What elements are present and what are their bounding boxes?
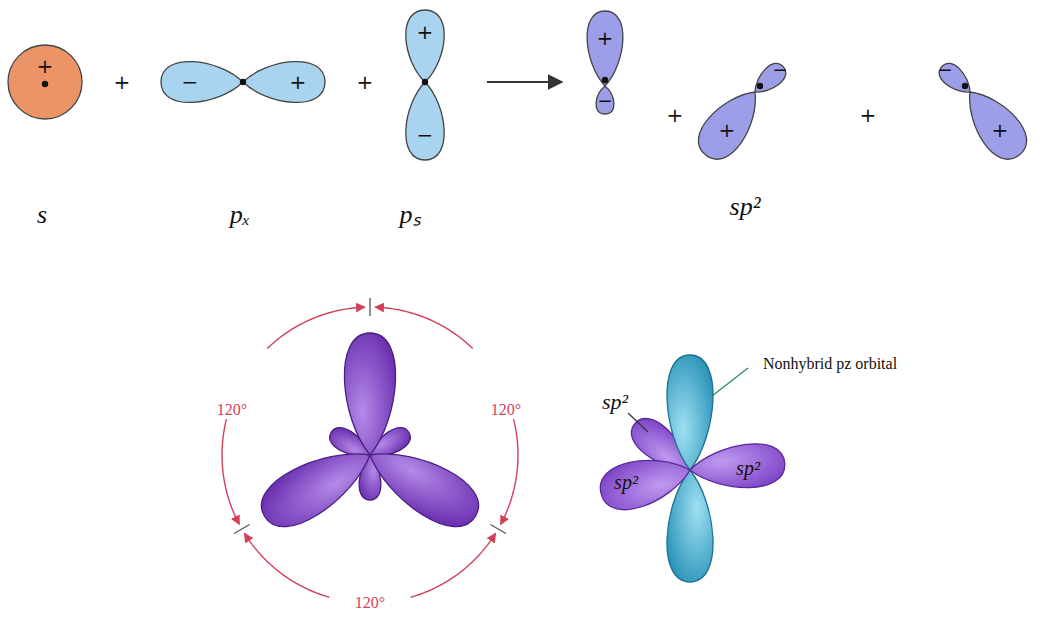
angle-arc (267, 307, 365, 348)
angle-arc (501, 419, 518, 524)
orbital-lobe (252, 433, 383, 538)
charge-sign: + (417, 22, 434, 42)
angle-tick (369, 298, 370, 316)
nucleus-dot (240, 79, 246, 85)
charge-sign: + (290, 72, 307, 92)
orbital-lobe (161, 62, 243, 103)
reaction-arrow (487, 81, 562, 83)
charge-sign: + (992, 120, 1009, 140)
angle-arc (244, 533, 329, 597)
plus-operator: + (114, 72, 131, 92)
charge-sign: − (772, 61, 787, 79)
charge-sign: + (597, 28, 614, 48)
nucleus-dot (757, 83, 763, 89)
orbital-lobe (595, 448, 696, 516)
angle-tick (490, 525, 506, 534)
charge-sign: − (597, 92, 612, 110)
s-orbital (8, 45, 82, 119)
angle-tick (234, 525, 250, 534)
angle-arc (222, 419, 239, 524)
orbital-name: pₓ (230, 202, 250, 228)
orbital-lobe (406, 82, 444, 160)
charge-sign: − (937, 61, 952, 79)
orbital-lobe (357, 433, 488, 538)
angle-label: 120° (491, 402, 521, 418)
orbital-lobe (748, 59, 790, 100)
plus-operator: + (667, 105, 684, 125)
charge-sign: + (719, 120, 736, 140)
plus-operator: + (860, 105, 877, 125)
plus-operator: + (357, 72, 374, 92)
nucleus-dot (962, 83, 968, 89)
callout-label: Nonhybrid pz orbital (763, 356, 897, 372)
orbital-name: sp² (614, 472, 638, 492)
angle-label: 120° (217, 402, 247, 418)
nucleus-dot (42, 81, 48, 87)
nucleus-dot (422, 79, 428, 85)
charge-sign: − (417, 125, 434, 145)
orbital-name: pₛ (400, 202, 421, 228)
orbital-name: sp² (602, 391, 628, 413)
leader-line (628, 413, 648, 432)
charge-sign: + (37, 56, 54, 76)
angle-label: 120° (355, 595, 385, 611)
orbital-lobe (243, 62, 325, 103)
orbital-name: s (37, 202, 47, 228)
orbital-lobe (667, 355, 713, 470)
orbital-name: sp² (730, 194, 761, 220)
nucleus-dot (602, 77, 608, 83)
angle-arc (375, 307, 473, 348)
orbital-lobe (596, 86, 614, 114)
angle-arc (411, 533, 496, 597)
orbital-lobe (935, 59, 977, 100)
orbital-name: sp² (736, 458, 760, 478)
orbital-lobe (688, 442, 786, 492)
orbital-lobe (587, 11, 623, 86)
orbital-lobe (344, 333, 395, 455)
orbital-lobe (406, 10, 444, 82)
leader-line (712, 368, 748, 396)
charge-sign: − (182, 72, 199, 92)
